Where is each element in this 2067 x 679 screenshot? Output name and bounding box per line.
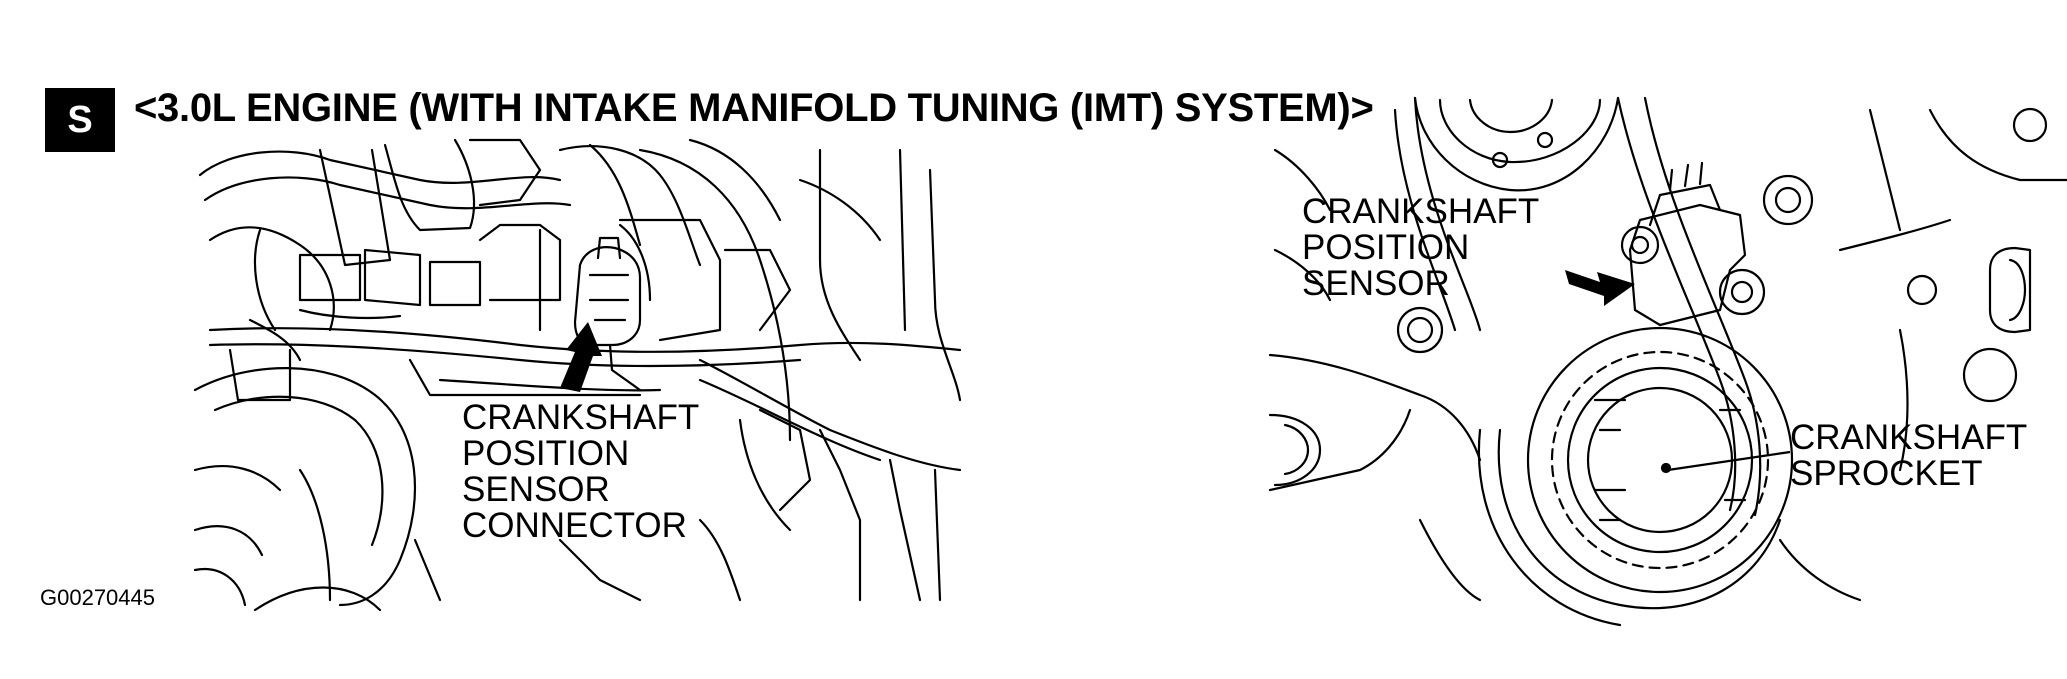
- connector-callout: CRANKSHAFT POSITION SENSOR CONNECTOR: [462, 400, 699, 544]
- sensor-callout-line-2: POSITION: [1302, 228, 1470, 267]
- page-title: <3.0L ENGINE (WITH INTAKE MANIFOLD TUNIN…: [134, 86, 1374, 130]
- connector-callout-line-1: CRANKSHAFT: [462, 398, 700, 437]
- timing-belt-illustration: [1268, 96, 2067, 627]
- section-badge: S: [45, 88, 115, 152]
- sprocket-callout-line-2: SPROCKET: [1790, 454, 1983, 493]
- sensor-arrow-icon: [1565, 270, 1635, 306]
- connector-callout-line-4: CONNECTOR: [462, 506, 687, 545]
- sensor-callout: CRANKSHAFT POSITION SENSOR: [1302, 194, 1539, 302]
- connector-callout-line-2: POSITION: [462, 434, 630, 473]
- sensor-callout-line-1: CRANKSHAFT: [1302, 192, 1540, 231]
- sprocket-callout-line-1: CRANKSHAFT: [1790, 418, 2028, 457]
- sprocket-leader-line: [1667, 450, 1791, 472]
- sensor-callout-line-3: SENSOR: [1302, 264, 1450, 303]
- sprocket-callout: CRANKSHAFT SPROCKET: [1790, 420, 2027, 492]
- connector-arrow-icon: [560, 322, 602, 392]
- figure-id: G00270445: [40, 585, 155, 610]
- engine-bay-illustration: [193, 138, 962, 612]
- connector-callout-line-3: SENSOR: [462, 470, 610, 509]
